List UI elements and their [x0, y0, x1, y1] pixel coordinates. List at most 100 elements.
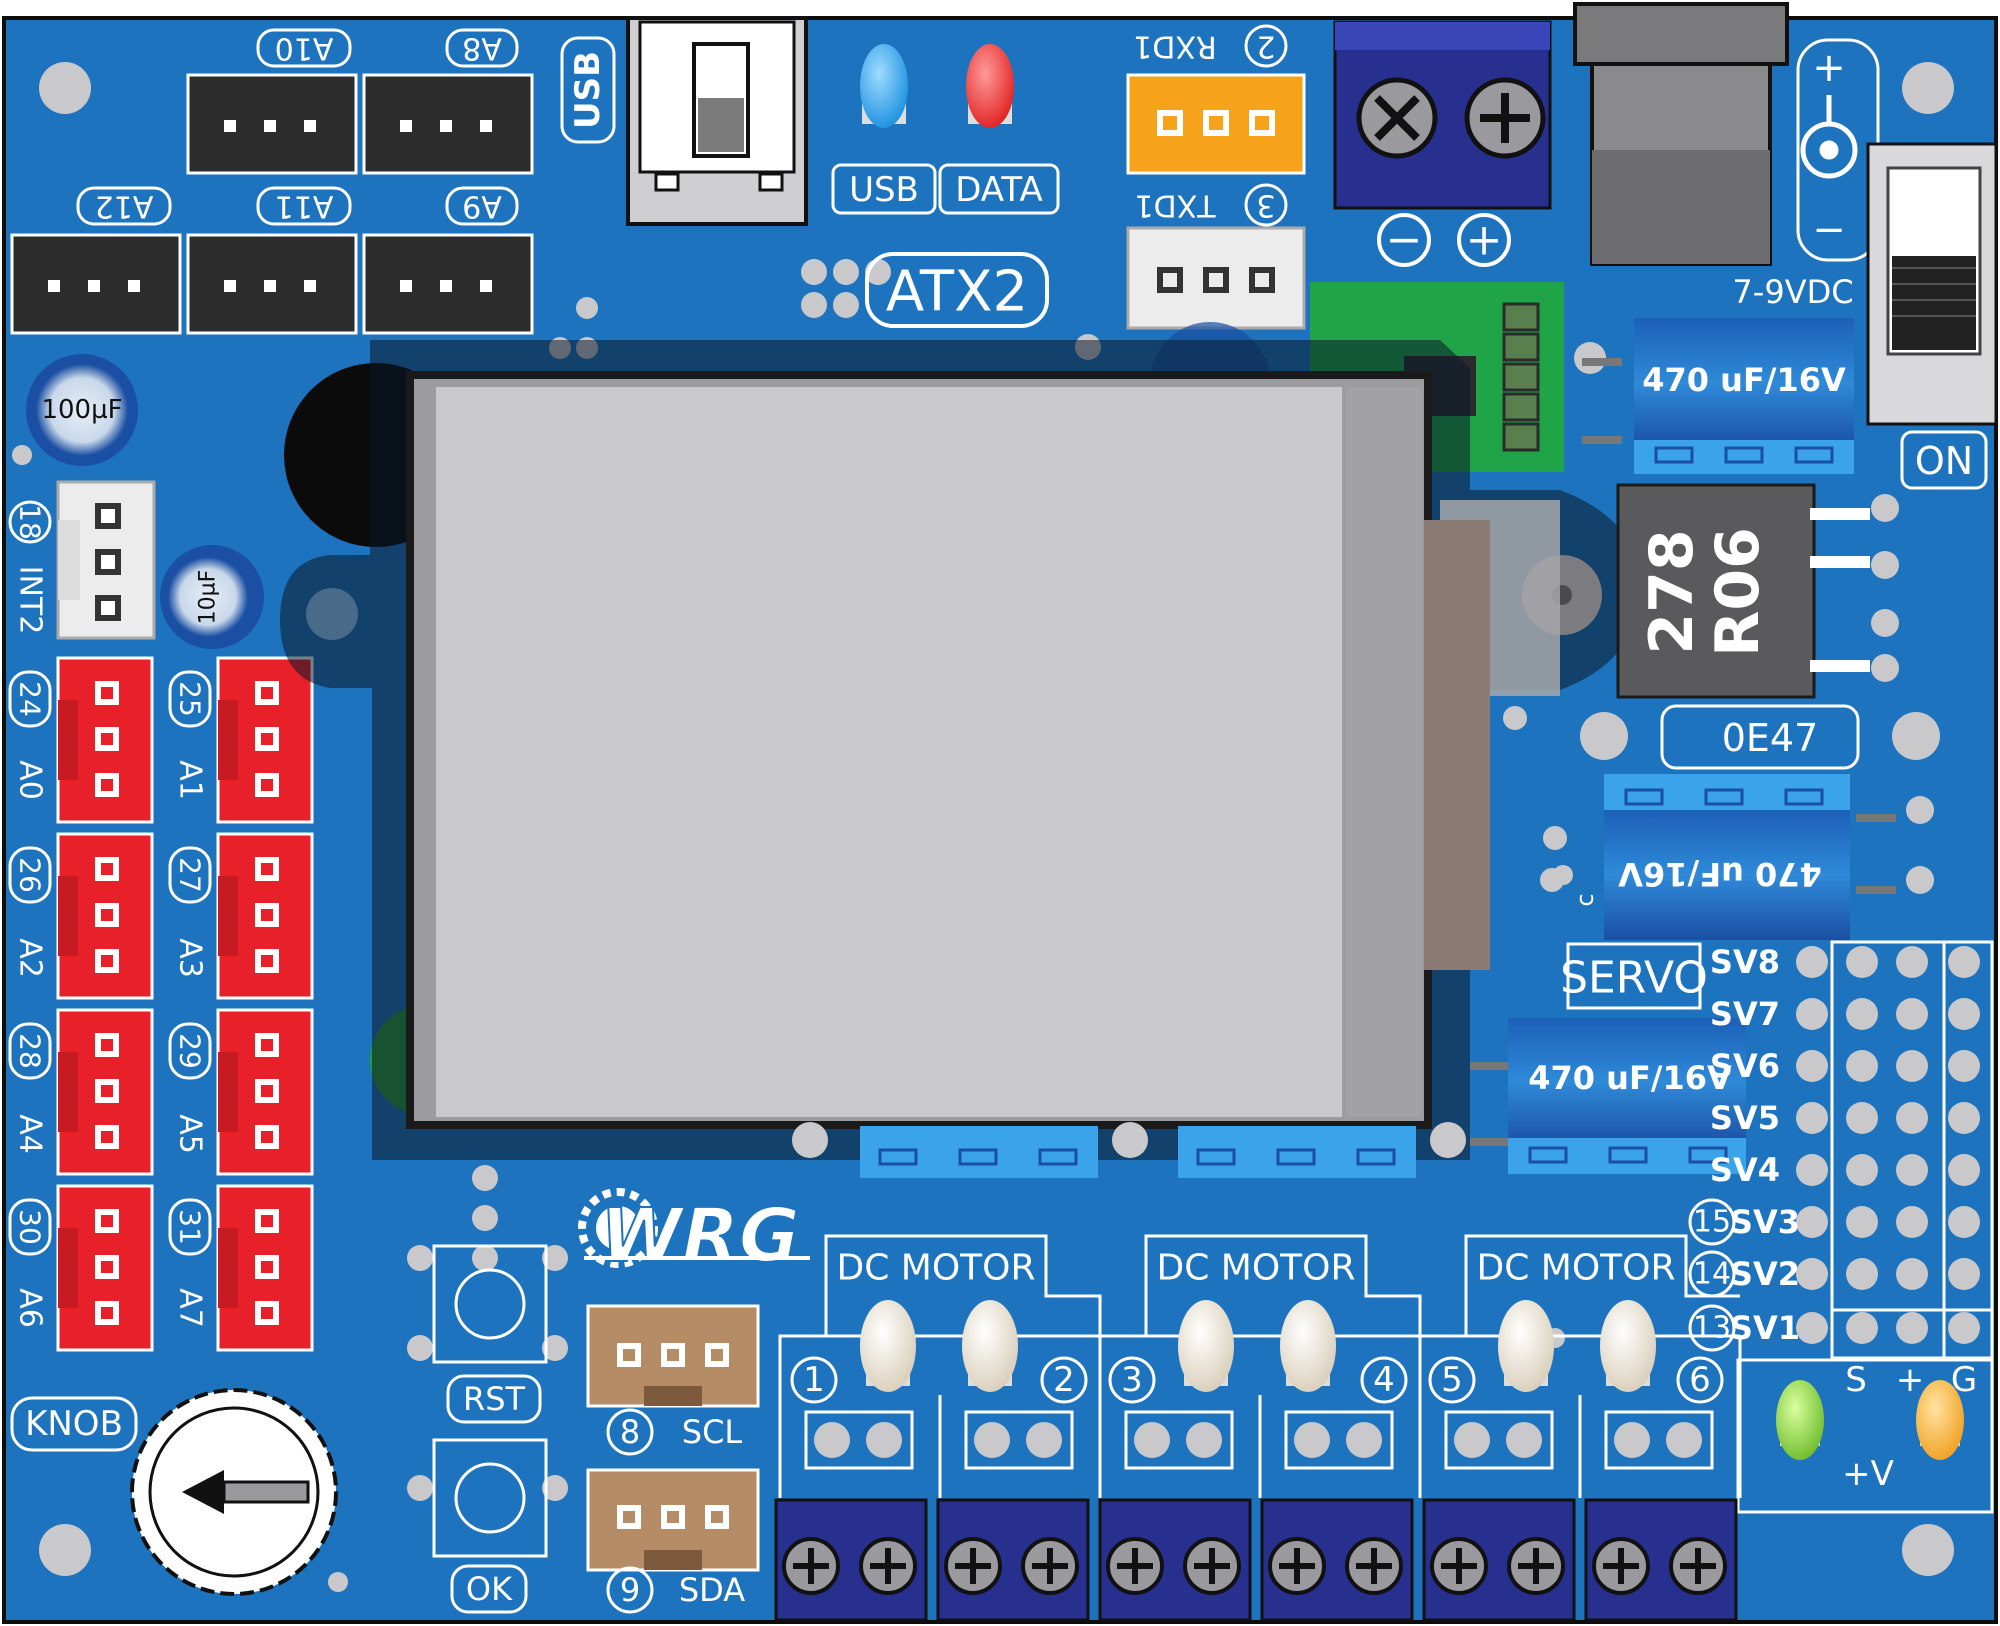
- atx2-label-box: [865, 252, 1049, 328]
- scl-header[interactable]: [586, 1304, 760, 1408]
- regulator: [1616, 483, 1870, 699]
- cap-470-top: [1582, 318, 1854, 474]
- sv7-label: SV7: [1710, 995, 1780, 1033]
- servo-title: SERVO: [1560, 953, 1708, 1004]
- jack-plus: +: [1812, 45, 1846, 91]
- side-label-circles: [8, 670, 212, 1256]
- int2-header[interactable]: [56, 480, 156, 640]
- driver-cap-marks: [878, 1148, 1396, 1166]
- label-a11: A11: [275, 189, 334, 224]
- servo-pins[interactable]: [1796, 946, 1980, 1344]
- led-data-label: DATA: [955, 170, 1043, 210]
- txd1-pins: [1157, 267, 1275, 293]
- black-headers: [10, 73, 534, 335]
- knob-dial[interactable]: [130, 1388, 338, 1596]
- module-pads: [1502, 302, 1540, 452]
- sv6-label: SV6: [1710, 1047, 1780, 1085]
- cap-100uf: [26, 354, 138, 466]
- rst-button[interactable]: [432, 1244, 548, 1364]
- usb-connector[interactable]: [626, 16, 808, 226]
- lcd-display: [406, 371, 1490, 1129]
- crystal-label: 0E47: [1722, 716, 1819, 760]
- servo-num-circles: [1688, 1198, 1736, 1352]
- lcd-mount-hole-left: [306, 588, 358, 640]
- sv8-label: SV8: [1710, 943, 1780, 981]
- servo-s-label: S: [1845, 1360, 1867, 1400]
- motor-num-3: 3: [1121, 1360, 1143, 1400]
- txd1-num: 3: [1256, 188, 1275, 223]
- motor-num-6: 6: [1689, 1360, 1711, 1400]
- cap-10uf-label: 10µF: [196, 570, 221, 625]
- label-a12: A12: [95, 189, 154, 224]
- power-minus-circle: [1377, 213, 1431, 267]
- wrg-logo: WRG: [600, 1193, 799, 1279]
- a4-label: A4: [13, 1114, 48, 1154]
- ok-button[interactable]: [432, 1438, 548, 1558]
- sv1-label: SV1: [1730, 1309, 1800, 1347]
- cap-470-mid: [1604, 774, 1896, 940]
- led-usb-label: USB: [849, 170, 919, 210]
- usb-label-box: [560, 36, 616, 144]
- motor-title-3: DC MOTOR: [1476, 1248, 1675, 1289]
- dc-jack[interactable]: [1573, 2, 1789, 266]
- servo-led-box: [1736, 1358, 1994, 1514]
- crystal-outline: [1660, 704, 1860, 770]
- vdc-label: 7-9VDC: [1732, 273, 1853, 311]
- led-usb-blue: [860, 44, 908, 128]
- a2-label: A2: [13, 938, 48, 978]
- motor-title-2: DC MOTOR: [1156, 1248, 1355, 1289]
- n9-label: 9: [620, 1571, 640, 1609]
- led-servo-orange: [1916, 1380, 1964, 1460]
- servo-plus-label: +: [1896, 1360, 1925, 1400]
- rxd1-pins: [1157, 110, 1275, 136]
- motor-title-1: DC MOTOR: [836, 1248, 1035, 1289]
- cap-470-low: [1470, 1018, 1746, 1174]
- crystal-pad-right: [1892, 712, 1940, 760]
- driver-cap-pads: [792, 1122, 1466, 1158]
- power-terminal[interactable]: [1333, 20, 1552, 210]
- motor-num-1: 1: [803, 1360, 825, 1400]
- rxd1-num-circle: [1244, 24, 1288, 68]
- scl-label: SCL: [682, 1413, 743, 1451]
- a6-label: A6: [13, 1288, 48, 1328]
- label-a8: A8: [462, 31, 502, 66]
- n13-label: 13: [1693, 1311, 1731, 1346]
- servo-c-label: c: [1571, 893, 1599, 906]
- red-header-pins: [95, 681, 279, 1325]
- cap-100uf-label: 100µF: [41, 395, 122, 425]
- motor-num-4: 4: [1373, 1360, 1395, 1400]
- a3-label: A3: [173, 938, 208, 978]
- rst-label-box: [446, 1374, 542, 1424]
- sda-header[interactable]: [586, 1468, 760, 1572]
- n27-label: 27: [174, 857, 207, 893]
- n15-label: 15: [1693, 1205, 1731, 1240]
- motor-leds: [860, 1300, 1656, 1392]
- red-header-notches: [58, 700, 238, 1308]
- n9-circle: [606, 1566, 654, 1614]
- a7-label: A7: [173, 1288, 208, 1328]
- led-usb-label-box: [831, 163, 937, 215]
- n24-label: 24: [14, 681, 47, 717]
- ok-label-box: [450, 1564, 528, 1614]
- motor-num-5: 5: [1441, 1360, 1463, 1400]
- a5-label: A5: [173, 1114, 208, 1154]
- motor-num-2: 2: [1053, 1360, 1075, 1400]
- driver-caps: [860, 1126, 1416, 1178]
- n26-label: 26: [14, 857, 47, 893]
- header-labels: [76, 28, 519, 226]
- label-a9: A9: [462, 189, 502, 224]
- cap-470-top-label: 470 uF/16V: [1642, 361, 1846, 399]
- on-label: ON: [1915, 439, 1973, 483]
- txd1-label: TXD1: [1134, 188, 1216, 223]
- cap-470-low-label: 470 uF/16V: [1528, 1059, 1732, 1097]
- vplus-label: +V: [1842, 1454, 1894, 1494]
- label-a10: A10: [275, 31, 334, 66]
- on-label-box: [1900, 430, 1988, 490]
- motor-outlines: [778, 1234, 1742, 1498]
- power-plus-label: +: [1466, 215, 1503, 266]
- knob-label-box: [10, 1396, 138, 1452]
- a0-label: A0: [13, 760, 48, 800]
- ok-label: OK: [466, 1570, 513, 1608]
- power-switch[interactable]: [1866, 142, 1998, 426]
- txd1-num-circle: [1244, 183, 1288, 227]
